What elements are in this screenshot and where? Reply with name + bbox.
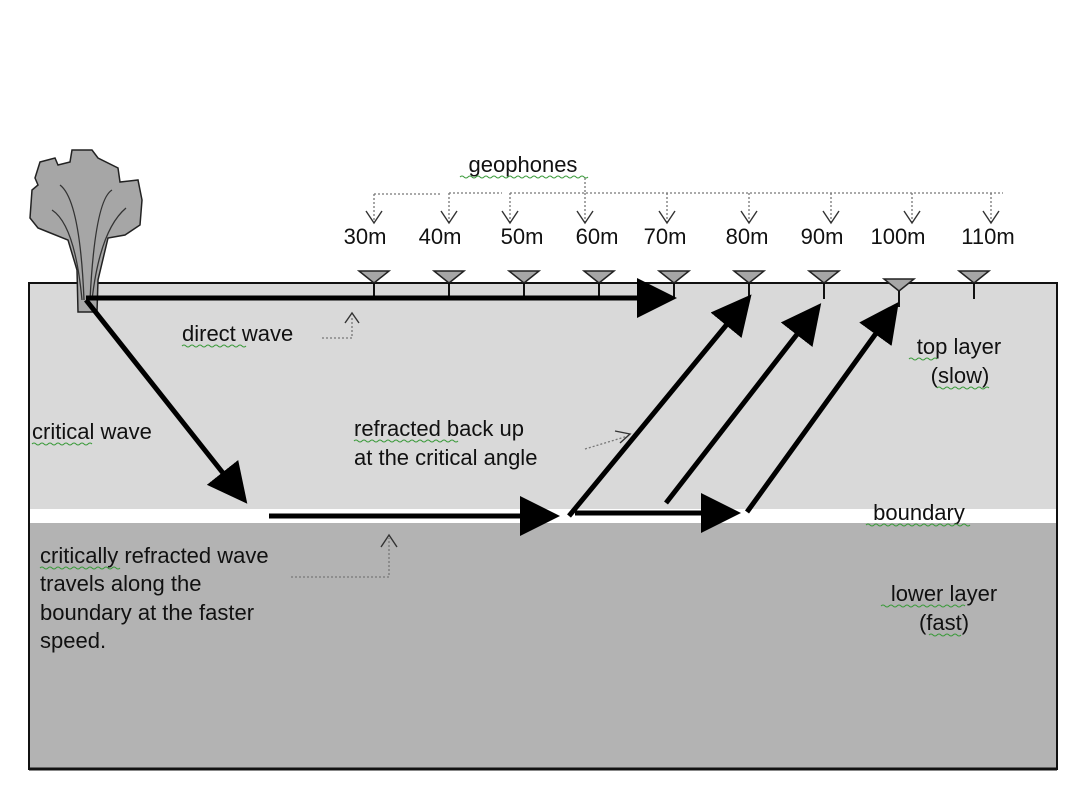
top-layer bbox=[29, 283, 1057, 509]
spellcheck-squiggle bbox=[181, 344, 247, 348]
geophone-110m bbox=[956, 270, 992, 299]
geophone-distance-label: 90m bbox=[801, 224, 844, 249]
callout-arrow-icon bbox=[658, 210, 676, 225]
refracted-back-up-label-line2: at the critical angle bbox=[354, 445, 537, 470]
refracted-back-up-label-line1: refracted back up bbox=[354, 416, 524, 441]
callout-arrow-icon bbox=[740, 210, 758, 225]
lower-layer-label-line2: (fast) bbox=[919, 610, 969, 635]
geophone-callout-lines bbox=[365, 178, 1003, 225]
geophone-distance-label: 70m bbox=[644, 224, 687, 249]
direct-wave-callout bbox=[322, 316, 353, 339]
geophone-100m bbox=[881, 278, 917, 307]
geophone-distance-label: 110m bbox=[961, 224, 1014, 249]
critical-wave-arrow bbox=[84, 298, 248, 504]
critically-refracted-label-line3: boundary at the faster bbox=[40, 600, 254, 625]
geophone-icon bbox=[731, 270, 767, 284]
upgoing-ray-90m bbox=[664, 303, 822, 505]
refracted-callout bbox=[584, 435, 629, 450]
direct-wave-label: direct wave bbox=[182, 321, 293, 346]
callout-arrow-icon bbox=[822, 210, 840, 225]
lower-layer bbox=[29, 523, 1057, 769]
spellcheck-squiggle bbox=[353, 439, 459, 443]
callout-arrow-icon bbox=[576, 210, 594, 225]
geophone-icon bbox=[881, 278, 917, 292]
callout-arrow-icon bbox=[440, 210, 458, 225]
spellcheck-squiggle bbox=[928, 633, 962, 637]
spellcheck-squiggle bbox=[31, 442, 93, 446]
geophone-distance-label: 100m bbox=[870, 224, 925, 249]
spellcheck-squiggle bbox=[459, 175, 589, 179]
geophone-icon bbox=[506, 270, 542, 284]
geophone-icon bbox=[656, 270, 692, 284]
lower-layer-label-line1: lower layer bbox=[891, 581, 997, 606]
upgoing-ray-100m bbox=[744, 301, 899, 514]
boundary-label: boundary bbox=[873, 500, 965, 525]
critically-refracted-label-line2: travels along the bbox=[40, 571, 201, 596]
callout-arrow-icon bbox=[501, 210, 519, 225]
geophone-distance-label: 40m bbox=[419, 224, 462, 249]
geophone-distance-label: 60m bbox=[576, 224, 619, 249]
upgoing-ray-80m bbox=[567, 294, 752, 518]
geophone-icon bbox=[581, 270, 617, 284]
callout-arrow-icon bbox=[903, 210, 921, 225]
spellcheck-squiggle bbox=[39, 566, 121, 570]
geophone-90m bbox=[806, 270, 842, 299]
callout-arrow-icon bbox=[614, 430, 632, 444]
geophone-distance-label: 30m bbox=[344, 224, 387, 249]
spellcheck-squiggle bbox=[880, 604, 966, 608]
geophone-icon bbox=[956, 270, 992, 284]
spellcheck-squiggle bbox=[908, 357, 938, 361]
top-layer-label-line2: (slow) bbox=[931, 363, 990, 388]
geophone-distance-label: 50m bbox=[501, 224, 544, 249]
top-layer-label-line1: top layer bbox=[917, 334, 1001, 359]
explosion-icon bbox=[29, 149, 143, 313]
geophones-label: geophones bbox=[469, 152, 578, 177]
critically-refracted-label-line4: speed. bbox=[40, 628, 106, 653]
callout-arrow-icon bbox=[365, 210, 383, 225]
callout-arrow-icon bbox=[380, 533, 398, 548]
geophone-icon bbox=[356, 270, 392, 284]
geophone-distance-label: 80m bbox=[726, 224, 769, 249]
callout-arrow-icon bbox=[982, 210, 1000, 225]
spellcheck-squiggle bbox=[936, 386, 990, 390]
callout-arrow-icon bbox=[344, 311, 360, 324]
spellcheck-squiggle bbox=[865, 523, 971, 527]
geophone-icon bbox=[431, 270, 467, 284]
geophone-icon bbox=[806, 270, 842, 284]
critically-refracted-callout bbox=[291, 538, 390, 578]
critically-refracted-label-line1: critically refracted wave bbox=[40, 543, 269, 568]
critical-wave-label: critical wave bbox=[32, 419, 152, 444]
